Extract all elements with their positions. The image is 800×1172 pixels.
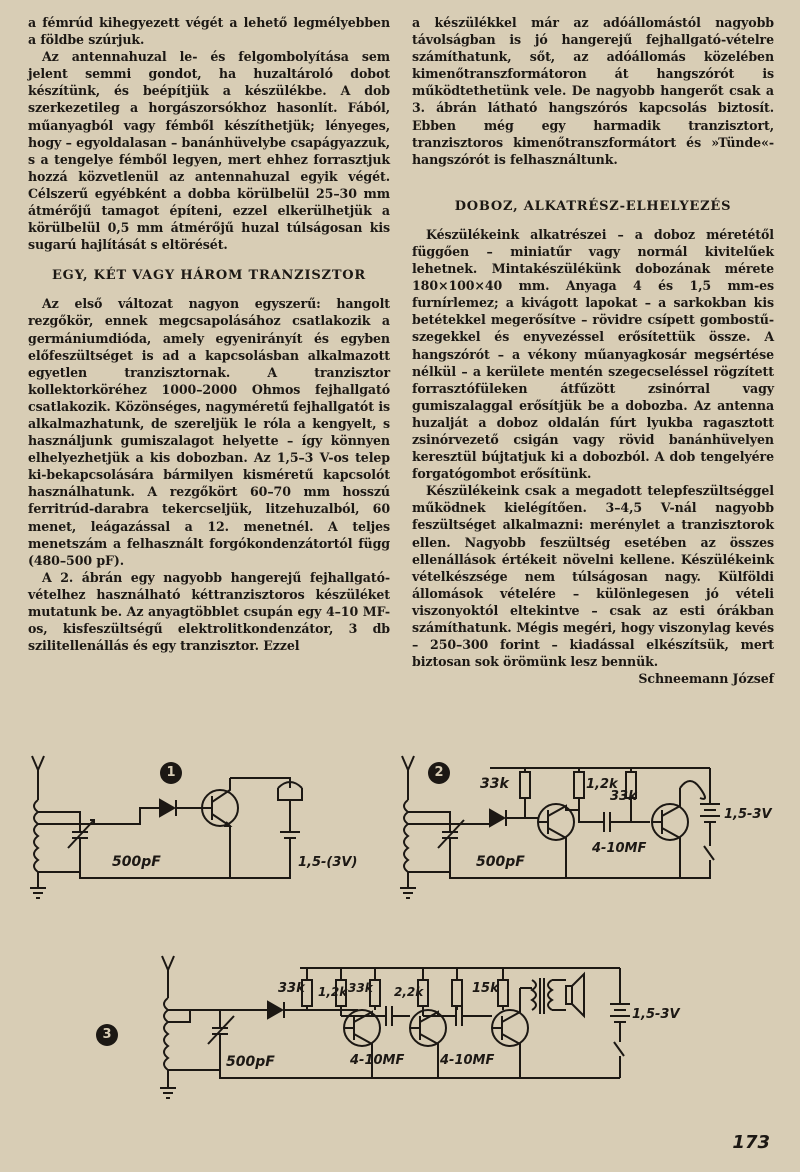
circuit-diagrams-svg: 500pF 1,5-(3V)	[30, 755, 772, 1099]
figure-1-circuit: 500pF 1,5-(3V)	[30, 755, 357, 899]
fig3-elco1-label: 4-10MF	[349, 1053, 404, 1068]
right-paragraph-3: Készülékeink csak a megadott telepfeszül…	[412, 483, 774, 670]
fig3-r2-label: 1,2k	[318, 985, 348, 999]
figure-1-number: 1	[160, 762, 182, 784]
author-signature-row: Schneemann József	[412, 670, 774, 687]
fig3-battery-label: 1,5-3V	[632, 1007, 680, 1022]
fig2-battery-label: 1,5-3V	[724, 807, 772, 822]
section-heading-transistors: EGY, KÉT VAGY HÁROM TRANZISZTOR	[51, 268, 367, 284]
left-paragraph-2: Az antennahuzal le- és felgombolyítása s…	[28, 49, 390, 253]
fig3-r3-label: 33k	[348, 981, 374, 995]
right-paragraph-2: Készülékeink alkatrészei – a doboz méret…	[412, 226, 774, 482]
left-paragraph-3: Az első változat nagyon egyszerű: hangol…	[28, 296, 390, 568]
section-heading-box: DOBOZ, ALKATRÉSZ-ELHELYEZÉS	[454, 198, 732, 214]
author-signature: Schneemann József	[638, 671, 774, 687]
fig2-r1-label: 33k	[480, 776, 510, 792]
page-number: 173	[732, 1132, 770, 1153]
figure-3-circuit: 33k 1,2k 33k 2,2k 15k 4-10MF 4-10MF 500p…	[160, 955, 680, 1099]
fig3-elco2-label: 4-10MF	[439, 1053, 494, 1068]
left-paragraph-1: a fémrúd kihegyezett végét a lehető legm…	[28, 15, 390, 48]
fig3-capacitor-label: 500pF	[226, 1054, 275, 1070]
figure-3-number: 3	[96, 1024, 118, 1046]
circuit-diagrams: 500pF 1,5-(3V)	[20, 748, 780, 1148]
right-column: a készülékkel már az adóállomástól nagyo…	[412, 14, 774, 687]
fig1-capacitor-label: 500pF	[112, 854, 161, 870]
figure-2-number: 2	[428, 762, 450, 784]
right-paragraph-1: a készülékkel már az adóállomástól nagyo…	[412, 15, 774, 167]
fig2-capacitor-label: 500pF	[476, 854, 525, 870]
fig3-r4-label: 2,2k	[394, 985, 424, 999]
fig2-elco-label: 4-10MF	[591, 841, 646, 856]
fig2-r2-label: 1,2k	[586, 777, 619, 792]
fig3-r1-label: 33k	[278, 981, 306, 996]
left-column: a fémrúd kihegyezett végét a lehető legm…	[28, 14, 390, 654]
fig1-battery-label: 1,5-(3V)	[298, 855, 357, 870]
left-paragraph-4: A 2. ábrán egy nagyobb hangerejű fejhall…	[28, 569, 390, 654]
fig3-r5-label: 15k	[472, 981, 500, 996]
figure-2-circuit: 33k 1,2k 33k 4-10MF 500pF 1,5-3V	[400, 755, 772, 899]
fig2-r3-label: 33k	[610, 789, 638, 804]
